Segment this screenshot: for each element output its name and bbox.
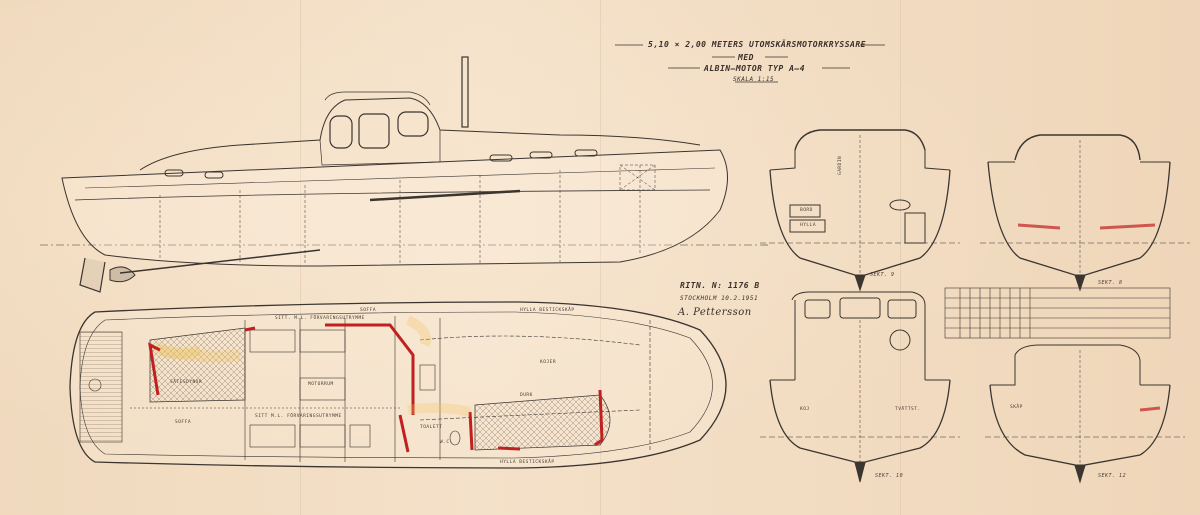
section-12-label: SEKT. 12	[1098, 473, 1127, 479]
fold-line	[300, 0, 301, 515]
plan-label-kuddar: SÄTESDYNOR	[170, 380, 203, 385]
title-engine: ALBIN–MOTOR TYP A–4	[704, 64, 806, 73]
title-block	[615, 44, 885, 83]
section-label-skap: SKÅP	[1010, 405, 1023, 410]
section-9-label: SEKT. 9	[870, 272, 895, 278]
section-label-bord: BORD	[800, 208, 813, 213]
plan-label-sitt-bottom: SITT M.L. FÖRVARINGSUTRYMME	[255, 414, 342, 419]
section-label-tvattst: TVÄTTST.	[895, 407, 921, 412]
side-profile	[40, 56, 770, 293]
title-scale: SKALA 1:15	[733, 76, 775, 83]
section-10-label: SEKT. 10	[875, 473, 904, 479]
title-main: 5,10 × 2,00 METERS UTOMSKÄRSMOTORKRYSSAR…	[648, 40, 866, 49]
fold-line	[900, 0, 901, 515]
drawing-number: RITN. N: 1176 B	[680, 281, 760, 290]
plan-label-hylla-top: HYLLA BESTICKSKÅP	[520, 308, 575, 313]
section-9	[760, 129, 960, 292]
plan-label-motorrum: MOTORRUM	[308, 382, 334, 387]
section-8	[980, 134, 1190, 292]
place-date: STOCKHOLM 10.2.1951	[680, 295, 759, 302]
section-10	[760, 291, 960, 483]
plan-label-hylla-bottom: HYLLA BESTICKSKÅP	[500, 460, 555, 465]
section-label-hylla: HYLLA	[800, 223, 817, 228]
plan-label-toalett: TOALETT	[420, 425, 443, 430]
plan-label-wc: W.C.	[440, 440, 453, 445]
plan-label-durk: DURK	[520, 393, 533, 398]
title-with: MED	[738, 53, 754, 62]
plan-view	[69, 301, 727, 469]
signature: A. Pettersson	[678, 307, 752, 318]
plan-label-sofa-top: SOFFA	[360, 308, 377, 313]
plan-label-sitt-top: SITT. M.L. FÖRVARINGSUTRYMME	[275, 316, 365, 321]
scale-bar	[944, 287, 1171, 339]
section-12	[985, 344, 1185, 484]
plan-label-kojer: KOJER	[540, 360, 557, 365]
section-8-label: SEKT. 8	[1098, 280, 1123, 286]
plan-label-soffa: SOFFA	[175, 420, 192, 425]
section-label-gardin: GARDIN	[838, 155, 843, 175]
section-label-koj: KOJ	[800, 407, 810, 412]
fold-line	[600, 0, 601, 515]
